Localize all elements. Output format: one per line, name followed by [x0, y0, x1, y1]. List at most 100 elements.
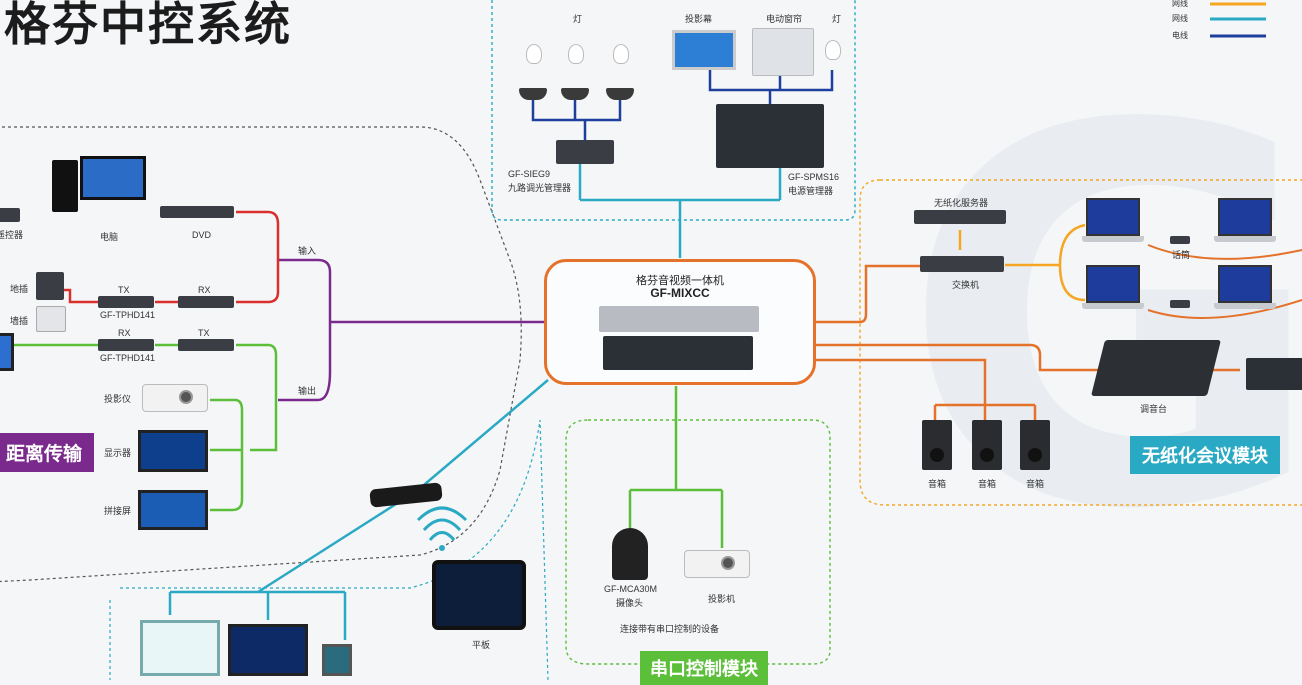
control-keypad	[322, 644, 352, 676]
zone-border-left	[0, 126, 522, 583]
speaker-label: 音箱	[928, 480, 947, 490]
speaker-label: 音箱	[1026, 480, 1045, 490]
legend-label-1: 网线	[1172, 0, 1188, 8]
tx-label: TX	[118, 285, 130, 295]
laptop-screen	[0, 333, 14, 371]
light-bulb-icon	[825, 40, 841, 60]
meeting-laptop	[1214, 198, 1276, 244]
output-label: 输出	[298, 387, 317, 397]
tpHD-model: GF-TPHD141	[100, 310, 156, 320]
wire-yellow	[958, 223, 1086, 302]
dimmer-name: 九路调光管理器	[508, 184, 572, 194]
dvd-player	[160, 206, 234, 218]
projector-screen-label: 投影幕	[685, 15, 713, 25]
wire-red	[60, 210, 280, 304]
ptz-camera	[612, 528, 648, 580]
legend-label-2: 网线	[1172, 14, 1188, 23]
wall-box-label: 墙插	[10, 317, 29, 327]
module-badge-distance: 距离传输	[0, 433, 95, 472]
floor-box-label: 地插	[10, 285, 29, 295]
mixer-label: 调音台	[1140, 405, 1168, 415]
led-screen-label: 拼接屏	[104, 507, 132, 517]
computer-monitor	[80, 156, 146, 200]
bottom-projector-label: 投影机	[708, 595, 736, 605]
meeting-laptop	[1082, 265, 1144, 311]
computer-label: 电脑	[100, 233, 119, 243]
dvd-label: DVD	[192, 230, 212, 240]
transmitter-device	[98, 296, 154, 308]
hub-rack-unit	[603, 336, 753, 370]
touch-panel	[140, 620, 220, 676]
meeting-laptop	[1082, 198, 1144, 244]
led-wall-screen	[138, 490, 208, 530]
switch-label: 交换机	[952, 281, 980, 291]
projector-device	[142, 384, 208, 412]
rx-label: RX	[198, 285, 211, 295]
tpHD-model: GF-TPHD141	[100, 353, 156, 363]
power-model: GF-SPMS16	[788, 172, 840, 182]
zone-border-top	[491, 0, 856, 221]
electric-curtain	[752, 28, 814, 76]
downlight-icon	[561, 88, 589, 100]
wire-orange-main	[816, 264, 1240, 420]
input-label: 输入	[298, 247, 317, 257]
floor-box	[36, 272, 64, 300]
background-watermark: G	[900, 17, 1302, 623]
network-switch	[920, 256, 1004, 272]
wire-purple	[278, 258, 544, 402]
wire-mic-orange	[1147, 244, 1302, 319]
lamp-label: 灯	[573, 15, 583, 25]
audio-mixer	[1091, 340, 1221, 396]
central-hub: 格芬音视频一体机 GF-MIXCC	[544, 259, 816, 385]
meeting-laptop	[1214, 265, 1276, 311]
light-bulb-icon	[613, 44, 629, 64]
module-badge-paperless: 无纸化会议模块	[1130, 436, 1280, 474]
tx-label: TX	[198, 328, 210, 338]
module-badge-serial: 串口控制模块	[640, 651, 768, 685]
paperless-server	[914, 210, 1006, 224]
tablet-label: 平板	[472, 641, 491, 651]
wireless-receiver	[0, 208, 20, 222]
microphone-icon	[1170, 300, 1190, 308]
zone-border-bottom-left	[109, 419, 549, 680]
dimmer-device	[556, 140, 614, 164]
power-manager-device	[716, 104, 824, 168]
wire-green	[0, 343, 278, 512]
speaker-label: 音箱	[978, 480, 997, 490]
microphone-label: 话筒	[1172, 251, 1191, 261]
speaker-device	[922, 420, 952, 470]
pc-tower	[52, 160, 78, 212]
hub-model: GF-MIXCC	[650, 286, 710, 300]
speaker-device	[972, 420, 1002, 470]
power-name: 电源管理器	[788, 187, 834, 197]
receiver-device	[98, 339, 154, 351]
wire-top-trunk	[578, 160, 782, 258]
display-label: 显示器	[104, 449, 132, 459]
camera-model: GF-MCA30M	[604, 584, 658, 594]
projector-label: 投影仪	[104, 395, 132, 405]
legend-label-3: 电线	[1172, 31, 1188, 40]
serial-note: 连接带有串口控制的设备	[620, 625, 720, 635]
lamp-label-right: 灯	[832, 15, 842, 25]
zone-border-bottom-mid	[565, 419, 831, 665]
light-bulb-icon	[526, 44, 542, 64]
wire-serial	[628, 386, 724, 548]
transmitter-device	[178, 339, 234, 351]
rx-label: RX	[118, 328, 131, 338]
hub-name: 格芬音视频一体机	[636, 274, 724, 287]
touch-screen	[228, 624, 308, 676]
light-bulb-icon	[568, 44, 584, 64]
speaker-device	[1020, 420, 1050, 470]
wall-box	[36, 306, 66, 332]
downlight-icon	[606, 88, 634, 100]
wifi-icon	[416, 506, 468, 541]
controller-label: 遥控器	[0, 231, 24, 241]
hub-rack-unit	[599, 306, 759, 332]
control-tablet	[432, 560, 526, 630]
downlight-icon	[519, 88, 547, 100]
camera-label: 摄像头	[616, 599, 644, 609]
microphone-icon	[1170, 236, 1190, 244]
dimmer-model: GF-SIEG9	[508, 169, 551, 179]
zone-border-right	[859, 179, 1302, 506]
curtain-label: 电动窗帘	[766, 15, 803, 25]
